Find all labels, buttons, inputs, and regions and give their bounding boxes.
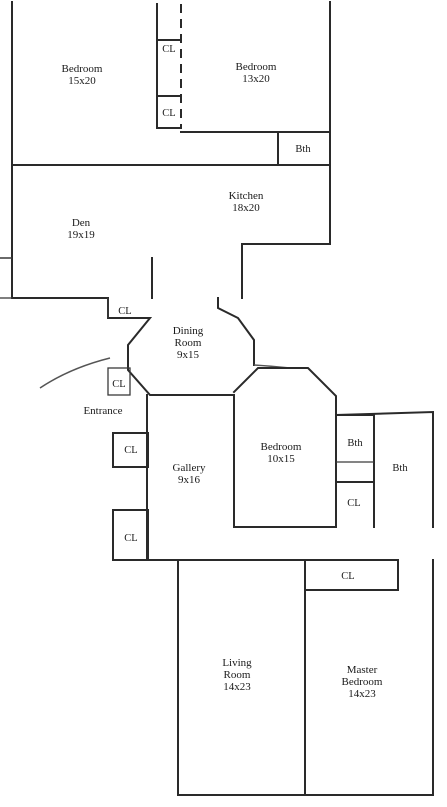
room-name: Gallery xyxy=(172,462,206,474)
room-name-2: Room xyxy=(174,337,202,349)
room-name: Dining xyxy=(172,325,204,337)
room-size: 13x20 xyxy=(242,73,270,85)
closet-label: CL xyxy=(162,44,176,55)
room-name: Den xyxy=(71,217,91,229)
room-size: 10x15 xyxy=(267,453,295,465)
room-label-living: Living Room 14x23 xyxy=(222,657,251,693)
room-size: 9x15 xyxy=(177,349,199,361)
room-label-bedroom-mid: Bedroom 10x15 xyxy=(261,441,302,465)
room-name: Master xyxy=(346,664,378,676)
living-top-wall xyxy=(147,559,399,591)
room-size: 19x19 xyxy=(67,229,95,241)
dining-east-wall xyxy=(217,297,255,366)
closet-label: CL xyxy=(124,445,138,456)
kitchen-outline xyxy=(241,164,331,299)
top-bedrooms-outline xyxy=(11,1,331,166)
gallery-closet-bottom xyxy=(112,509,149,561)
room-label-bedroom-nw: Bedroom 15x20 xyxy=(62,63,103,87)
bedroom-mid-outline xyxy=(232,367,337,528)
room-name-2: Bedroom xyxy=(341,676,383,688)
room-size: 14x23 xyxy=(348,688,376,700)
room-name-2: Room xyxy=(223,669,251,681)
bath-label: Bth xyxy=(347,438,363,449)
room-label-dining: Dining Room 9x15 xyxy=(173,325,204,361)
room-size: 15x20 xyxy=(68,75,96,87)
room-size: 18x20 xyxy=(232,202,260,214)
room-name: Bedroom xyxy=(235,61,277,73)
room-size: 9x16 xyxy=(177,474,200,486)
closet-label: CL xyxy=(341,571,355,582)
room-label-den: Den 19x19 xyxy=(67,217,95,241)
room-name: Bedroom xyxy=(61,63,103,75)
bath-label: Bth xyxy=(295,144,311,155)
room-name: Kitchen xyxy=(228,190,264,202)
room-label-kitchen: Kitchen 18x20 xyxy=(229,190,264,214)
room-name: Living xyxy=(222,657,252,669)
room-label-master: Master Bedroom 14x23 xyxy=(342,664,383,700)
closet-label: CL xyxy=(124,533,138,544)
entry-closet xyxy=(107,367,131,396)
gallery-closet-top xyxy=(112,432,149,468)
bath-1-outline xyxy=(335,414,375,528)
closet-label: CL xyxy=(347,498,361,509)
bath-2-outline xyxy=(334,410,434,528)
entrance-label: Entrance xyxy=(83,405,123,417)
closet-label: CL xyxy=(162,108,176,119)
entrance-arc xyxy=(39,357,111,389)
room-label-bedroom-ne: Bedroom 13x20 xyxy=(236,61,277,85)
closet-label: CL xyxy=(118,306,132,317)
closet-label: CL xyxy=(112,379,126,390)
room-label-gallery: Gallery 9x16 xyxy=(173,462,206,486)
room-name: Bedroom xyxy=(260,441,302,453)
bath-label: Bth xyxy=(392,463,408,474)
room-size: 14x23 xyxy=(223,681,251,693)
